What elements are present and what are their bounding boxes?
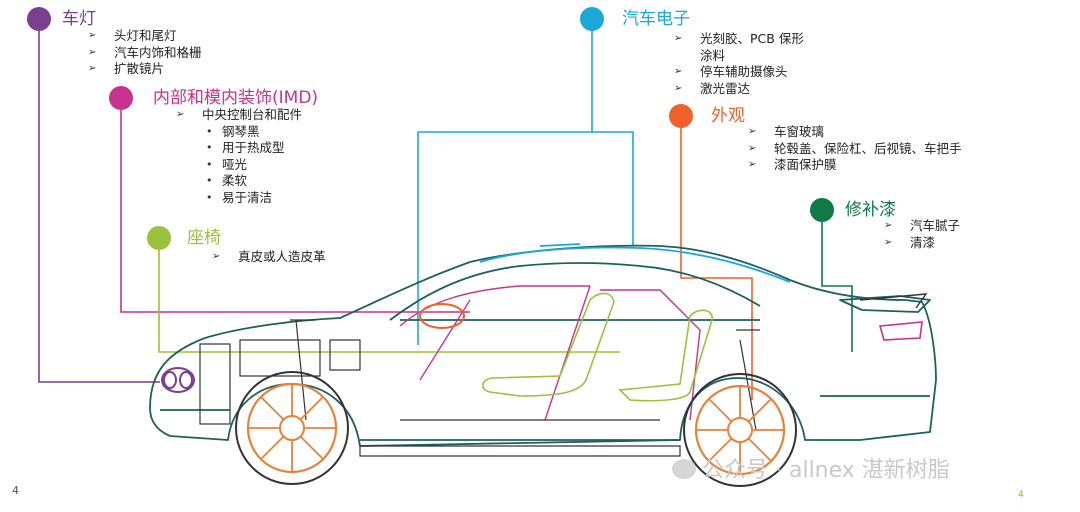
list-subitem: •易于清洁 [206,189,273,205]
page-number-small: 4 [1018,490,1024,500]
connector-exterior [680,128,753,400]
list-item: ➢停车辅助摄像头 [674,64,788,79]
connector-electronics-b [592,131,634,245]
connector-refinish [821,222,853,352]
arrow-bullet-icon: ➢ [748,159,757,170]
dot-bullet-icon: • [206,124,213,138]
list-subitem: •用于热成型 [206,140,285,155]
list-item: ➢真皮或人造皮革 [212,249,326,264]
rear-wheel [683,373,797,487]
headlamp [161,367,195,393]
arrow-bullet-icon: ➢ [674,82,683,94]
list-item: ➢漆面保护膜 [748,157,837,172]
connector-electronics [417,30,593,345]
seat-list: ➢真皮或人造皮革 [212,249,326,266]
list-item-continuation: 涂料 [700,47,726,63]
arrow-bullet-icon: ➢ [674,33,683,44]
list-item: ➢头灯和尾灯 [88,28,177,43]
car-body [149,244,937,447]
steering-wheel [419,303,465,329]
lamps-title: 车灯 [62,9,96,29]
imd-dot [109,86,133,110]
arrow-bullet-icon: ➢ [748,142,757,154]
list-item: ➢车窗玻璃 [748,124,825,139]
refinish-dot [810,198,834,222]
seat-outlines [481,292,713,402]
seat-title: 座椅 [187,228,221,248]
page-number: 4 [12,484,19,497]
dot-bullet-icon: • [206,141,213,154]
watermark: 公众号 · allnex 湛新树脂 [672,452,950,484]
list-item: ➢汽车腻子 [884,218,961,233]
refinish-list: ➢汽车腻子 ➢清漆 [884,218,960,251]
arrow-bullet-icon: ➢ [748,126,757,137]
dot-bullet-icon: • [206,174,213,187]
list-item: ➢汽车内饰和格栅 [88,44,202,60]
imd-list: ➢中央控制台和配件 •钢琴黑 •用于热成型 •哑光 •柔软 •易于清洁 [176,107,302,206]
front-wheel [235,371,349,485]
electronics-dot [580,7,604,31]
electronics-title: 汽车电子 [622,9,690,29]
arrow-bullet-icon: ➢ [88,30,97,41]
seat-dot [147,226,171,250]
arrow-bullet-icon: ➢ [212,251,221,262]
list-subitem: •哑光 [206,156,248,172]
list-item: ➢轮毂盖、保险杠、后视镜、车把手 [748,140,962,156]
wechat-icon [672,459,696,479]
exterior-dot [669,104,693,128]
electronics-list: ➢光刻胶、PCB 保形 涂料 ➢停车辅助摄像头 ➢激光雷达 [674,31,804,97]
tail-lamp [878,321,923,341]
list-item: ➢中央控制台和配件 [176,107,303,122]
dot-bullet-icon: • [206,190,213,204]
imd-title: 内部和模内装饰(IMD) [153,88,319,108]
list-item: ➢激光雷达 [674,80,751,96]
list-subitem: •钢琴黑 [206,123,260,139]
connector-lamps [38,30,160,383]
list-subitem: •柔软 [206,173,248,188]
connector-seat [158,250,620,353]
arrow-bullet-icon: ➢ [88,63,97,74]
arrow-bullet-icon: ➢ [88,46,97,58]
rear-spoiler [859,293,928,309]
refinish-title: 修补漆 [845,200,896,220]
list-item: ➢扩散镜片 [88,61,165,76]
exterior-list: ➢车窗玻璃 ➢轮毂盖、保险杠、后视镜、车把手 ➢漆面保护膜 [748,124,962,174]
engine-mechanics [199,319,760,457]
dot-bullet-icon: • [206,157,213,171]
lamps-dot [27,7,51,31]
exterior-title: 外观 [711,106,745,126]
lamps-list: ➢头灯和尾灯 ➢汽车内饰和格栅 ➢扩散镜片 [88,28,202,78]
list-item: ➢光刻胶、PCB 保形 [674,31,804,46]
arrow-bullet-icon: ➢ [884,220,893,231]
arrow-bullet-icon: ➢ [884,236,893,248]
list-item: ➢清漆 [884,234,936,250]
arrow-bullet-icon: ➢ [674,66,683,77]
glass-outline [479,243,791,283]
arrow-bullet-icon: ➢ [176,109,185,120]
